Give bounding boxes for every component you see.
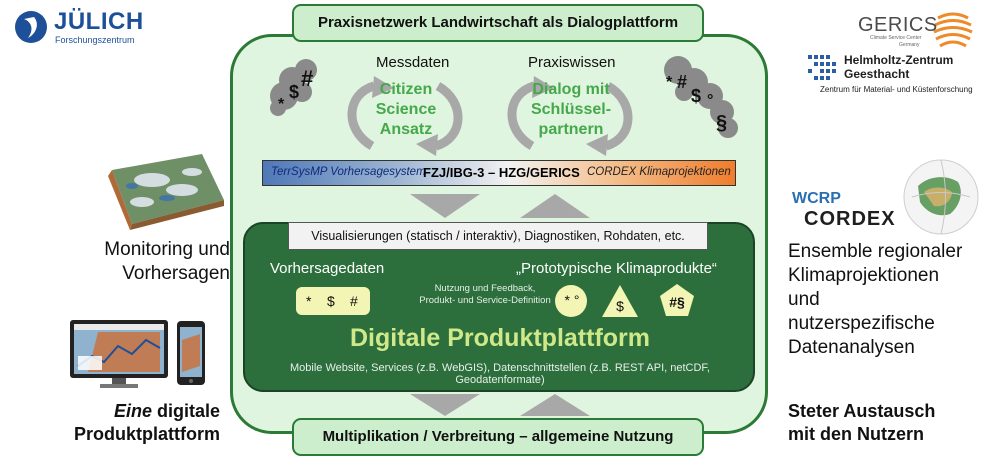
visualization-bar: Visualisierungen (statisch / interaktiv)… xyxy=(288,222,708,250)
smartphone-image xyxy=(177,321,205,385)
dissemination-title: Multiplikation / Verbreitung – allgemein… xyxy=(292,418,704,456)
hzg-dots-icon xyxy=(808,55,836,80)
right-cloud-symbol-3: $ xyxy=(691,86,702,106)
network-title: Praxisnetzwerk Landwirtschaft als Dialog… xyxy=(292,4,704,42)
dialog-partner-text: Dialog mit Schlüssel- partnern xyxy=(530,81,612,138)
klimaprodukte-label: „Prototypische Klimaprodukte“ xyxy=(516,260,717,277)
left-cloud-symbol-2: # xyxy=(301,66,314,91)
pentagon-product-icon xyxy=(660,284,694,316)
left-cloud-symbol-1: $ xyxy=(289,82,300,102)
wcrp-logo-text: WCRP xyxy=(792,190,841,207)
gerics-logo-sub1: Climate Service Center xyxy=(870,35,922,41)
right-cloud-symbol-1: * xyxy=(666,74,673,91)
juelich-logo-sub: Forschungszentrum xyxy=(55,35,135,45)
triangle-product-symbol: $ xyxy=(616,298,624,314)
right-cycle-arrows-icon xyxy=(507,76,633,156)
left-cloud-symbol-3: * xyxy=(278,96,285,113)
triangle-product-icon xyxy=(602,285,638,317)
austausch-caption: Steter Austausch mit den Nutzern xyxy=(788,401,936,444)
messdaten-heading: Messdaten xyxy=(376,54,450,71)
product-platform-title: Digitale Produktplattform xyxy=(349,324,650,352)
right-cloud-symbol-2: # xyxy=(677,72,688,92)
juelich-logo-icon xyxy=(15,11,47,43)
juelich-logo-name: JÜLICH xyxy=(54,8,144,35)
left-cycle-arrows-icon xyxy=(347,76,463,156)
hzg-logo-sub: Zentrum für Material- und Küstenforschun… xyxy=(820,85,973,94)
praxiswissen-heading: Praxiswissen xyxy=(528,54,616,71)
forecast-map-image xyxy=(108,154,224,230)
pentagon-product-symbol: #§ xyxy=(669,294,685,310)
right-cloud-symbol-5: § xyxy=(716,112,728,134)
right-cloud-symbol-4: ° xyxy=(707,92,714,109)
right-cloud-icon xyxy=(664,56,738,138)
feedback-text: Nutzung und Feedback, Produkt- und Servi… xyxy=(419,283,551,306)
circle-product-symbol: * ° xyxy=(564,292,580,308)
vorhersagedaten-label: Vorhersagedaten xyxy=(270,260,385,277)
left-cloud-icon xyxy=(270,59,317,116)
band-right-text: CORDEX Klimaprojektionen xyxy=(587,166,731,178)
monitoring-caption: Monitoring und Vorhersagen xyxy=(104,239,230,284)
band-center-text: FZJ/IBG-3 – HZG/GERICS xyxy=(423,165,580,180)
gerics-logo-name: GERICS xyxy=(858,14,938,36)
flow-arrows-upper-icon xyxy=(410,194,590,218)
globe-image xyxy=(903,159,979,235)
desktop-monitor-image xyxy=(70,320,168,388)
forecast-symbols-box: * $ # xyxy=(296,287,370,315)
gerics-logo-sub2: Germany xyxy=(899,42,920,48)
citizen-science-text: Citizen Science Ansatz xyxy=(375,81,437,138)
model-band: TerrSysMP Vorhersagesystem FZJ/IBG-3 – H… xyxy=(262,160,736,186)
eine-digitale-caption: Eine digitale Produktplattform xyxy=(74,401,220,444)
band-left-text: TerrSysMP Vorhersagesystem xyxy=(271,166,426,178)
hzg-logo-name: Helmholtz-Zentrum Geesthacht xyxy=(844,53,954,81)
flow-arrows-lower-icon xyxy=(410,394,590,416)
circle-product-icon xyxy=(555,285,587,317)
ensemble-caption: Ensemble regionaler Klimaprojektionen un… xyxy=(788,241,963,358)
gerics-sun-icon xyxy=(933,12,973,48)
product-platform-subtitle: Mobile Website, Services (z.B. WebGIS), … xyxy=(290,362,710,386)
cordex-logo-text: CORDEX xyxy=(804,208,896,230)
